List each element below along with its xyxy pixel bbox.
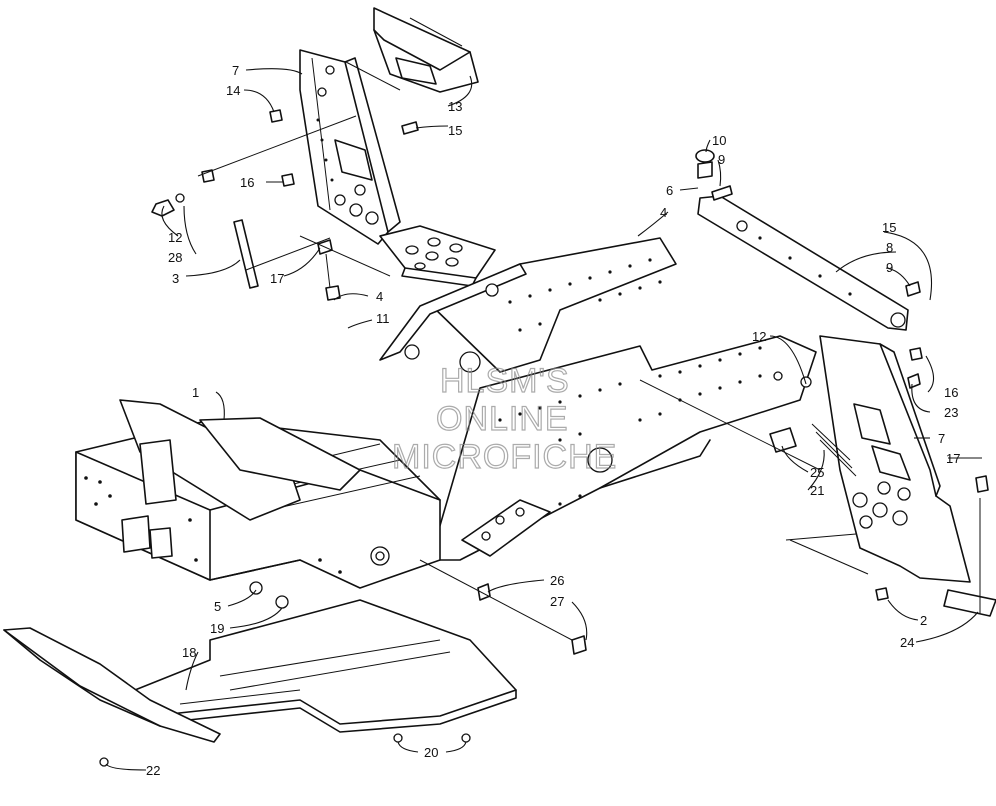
microfiche-watermark: HLSM'S ONLINE MICROFICHE [391,361,617,476]
callout-26: 26 [550,573,564,588]
callout-24: 24 [900,635,914,650]
callout-15-right: 15 [882,220,896,235]
bottom-fasteners [99,583,587,767]
callout-15-upper: 15 [448,123,462,138]
callout-16-upper: 16 [240,175,254,190]
callout-4-middle: 4 [376,289,383,304]
callout-13: 13 [448,99,462,114]
projection-lines [197,61,981,641]
callout-labels: 7 14 13 15 16 12 28 3 17 4 11 1 5 19 18 … [146,63,960,778]
callout-8: 8 [886,240,893,255]
callout-4-right: 4 [660,205,667,220]
callout-2: 2 [920,613,927,628]
callout-17-upper: 17 [270,271,284,286]
callout-28: 28 [168,250,182,265]
callout-7-right: 7 [938,431,945,446]
callout-9-upper: 9 [718,152,725,167]
steering-arm-bracket [695,149,921,331]
tunnel-rivet-pattern [478,258,762,542]
callout-11: 11 [376,311,390,326]
steering-support-frame [299,49,401,245]
callout-27: 27 [550,594,564,609]
steering-support-foot-plate [379,225,496,287]
callout-7-upper: 7 [232,63,239,78]
callout-21: 21 [810,483,824,498]
tunnel-gusset-plate [461,499,551,557]
callout-1: 1 [192,385,199,400]
callout-25: 25 [810,465,824,480]
callout-16-right: 16 [944,385,958,400]
watermark-line-1: HLSM'S [440,362,570,400]
callout-6: 6 [666,183,673,198]
callout-3: 3 [172,271,179,286]
callout-12-left: 12 [168,230,182,245]
callout-9-right: 9 [886,260,893,275]
steering-hardware [151,109,419,301]
callout-23: 23 [944,405,958,420]
callout-5: 5 [214,599,221,614]
callout-20: 20 [424,745,438,760]
skid-plate-part-18 [129,599,517,733]
watermark-line-3: MICROFICHE [392,438,617,476]
callout-10: 10 [712,133,726,148]
front-frame-part-1 [75,399,441,609]
callout-leaders [105,68,982,771]
callout-17-right: 17 [946,451,960,466]
right-hardware [769,347,996,617]
side-panel-part-7 [811,335,971,583]
front-bumper-part-22 [3,627,221,743]
callout-19: 19 [210,621,224,636]
watermark-line-2: ONLINE [436,400,569,438]
callout-18: 18 [182,645,196,660]
callout-14: 14 [226,83,240,98]
steering-post-part-3 [233,219,259,289]
steering-cover-part-13 [373,7,479,93]
callout-12-right: 12 [752,329,766,344]
callout-22: 22 [146,763,160,778]
